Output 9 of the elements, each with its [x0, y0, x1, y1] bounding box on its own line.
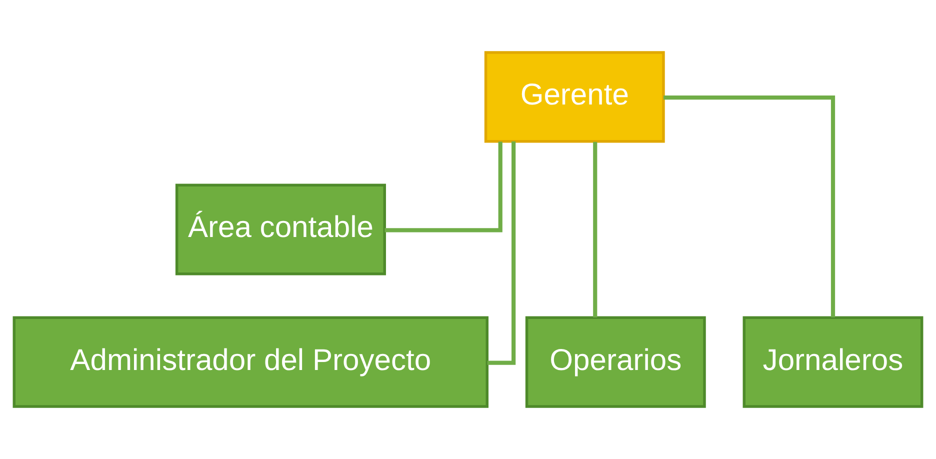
node-box: Área contable	[175, 184, 386, 276]
connector	[487, 141, 516, 365]
connector	[593, 142, 598, 318]
connector	[664, 96, 836, 318]
node-box: Jornaleros	[742, 316, 924, 408]
node-box: Gerente	[484, 51, 665, 143]
node-box: Operarios	[525, 316, 706, 408]
node-box: Administrador del Proyecto	[12, 316, 488, 408]
connector	[384, 142, 502, 232]
